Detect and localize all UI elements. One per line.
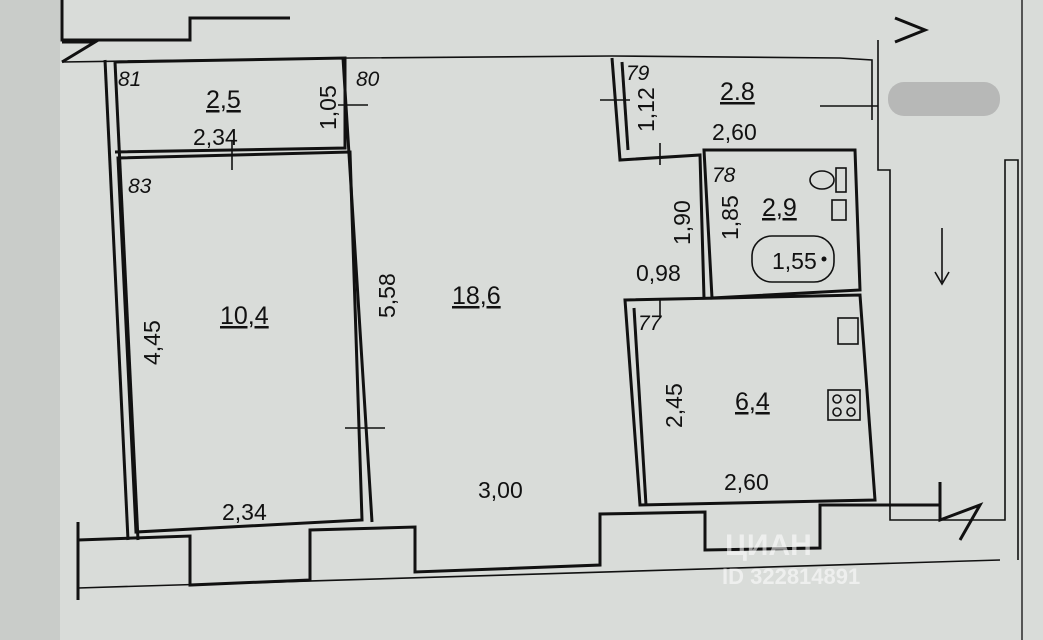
room-79-depth: 1,12: [633, 87, 659, 132]
room-number-81: 81: [118, 68, 141, 91]
tick-marks: [231, 99, 878, 429]
room-77-depth: 2,45: [661, 383, 687, 428]
room-80-area: 18,6: [452, 282, 501, 310]
room-81-depth: 1,05: [315, 85, 341, 130]
room-77-area: 6,4: [735, 388, 770, 416]
room-number-80: 80: [356, 68, 380, 91]
entrance-arrow-icon: [934, 228, 950, 286]
room-80-width: 3,00: [478, 477, 523, 503]
stove-icon: [827, 389, 861, 421]
corridor-depth: 1,90: [669, 200, 695, 245]
room-77-width: 2,60: [724, 469, 769, 495]
bathtub: [751, 235, 835, 283]
paper-shadow: [0, 0, 60, 640]
watermark-id: ID 322814891: [722, 564, 860, 589]
room-81-width: 2,34: [193, 124, 238, 150]
room-83-area: 10,4: [220, 302, 269, 330]
sink-icon: [831, 199, 847, 221]
room-81-area: 2,5: [206, 86, 241, 114]
room-78-area: 2,9: [762, 194, 797, 222]
kitchen-sink-icon: [837, 317, 859, 345]
blurred-stamp: [888, 82, 1000, 116]
walls: [76, 56, 1001, 600]
room-number-78: 78: [712, 164, 736, 187]
room-79-width: 2,60: [712, 119, 757, 145]
toilet-icon: [809, 167, 847, 193]
room-number-77: 77: [638, 312, 663, 335]
room-79-area: 2.8: [720, 78, 755, 106]
room-number-79: 79: [626, 62, 650, 85]
corridor-width: 0,98: [636, 260, 681, 286]
room-number-83: 83: [128, 175, 152, 198]
room-83-width: 2,34: [222, 499, 267, 525]
room-80-depth: 5,58: [374, 273, 400, 318]
room-83-depth: 4,45: [139, 320, 165, 365]
room-78-depth: 1,85: [717, 195, 743, 240]
bathtub-length: 1,55: [772, 248, 817, 274]
watermark-brand: ЦИАН: [725, 529, 812, 562]
